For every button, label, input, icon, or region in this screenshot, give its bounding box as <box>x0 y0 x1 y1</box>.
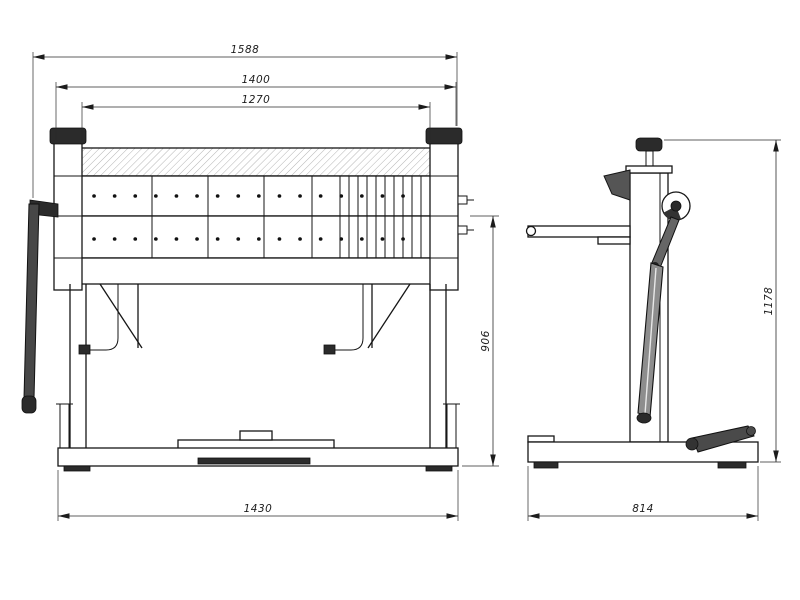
base-strip <box>197 457 311 465</box>
front-base <box>56 403 460 472</box>
dimension-beam-width: 1400 <box>55 74 457 140</box>
dim-label-1400: 1400 <box>242 74 271 86</box>
support-arm <box>525 225 631 245</box>
right-clamp-tower <box>425 127 463 291</box>
dim-label-1270: 1270 <box>242 94 271 106</box>
dim-label-906: 906 <box>480 330 492 352</box>
side-foot-left <box>533 461 559 469</box>
dim-label-1430: 1430 <box>244 503 273 515</box>
dim-label-1588: 1588 <box>231 44 260 56</box>
dim-label-814: 814 <box>632 503 654 515</box>
dimension-overall-width: 1588 <box>32 44 458 198</box>
lever-end-cap <box>636 412 652 424</box>
lever-bar <box>23 203 40 399</box>
bending-lever <box>21 199 59 414</box>
side-view <box>525 137 759 469</box>
legs-frame <box>69 283 447 448</box>
folding-beam <box>65 215 451 259</box>
clamp-knob <box>635 137 663 167</box>
right-foot <box>425 465 453 472</box>
counterweight-rods <box>78 284 364 355</box>
lever-grip <box>21 395 37 414</box>
lower-apron <box>63 257 453 285</box>
dimension-front-base-width: 1430 <box>57 470 459 521</box>
side-bolts <box>457 195 474 235</box>
foot-pedal <box>685 425 756 453</box>
pivot-wheel <box>661 191 691 221</box>
dimension-working-width: 1270 <box>81 94 431 140</box>
center-tab <box>239 430 273 441</box>
dimension-overall-height: 1178 <box>664 139 781 463</box>
dim-label-1178: 1178 <box>763 287 775 316</box>
column-top-plate <box>625 165 673 174</box>
top-rail <box>63 147 453 177</box>
dimensions: 1588 1400 1270 906 1430 <box>32 44 781 521</box>
left-foot <box>63 465 91 472</box>
finger-segments <box>151 176 422 258</box>
right-clamp-cap <box>425 127 463 145</box>
hand-lever <box>636 216 680 424</box>
dimension-table-height: 906 <box>462 215 499 467</box>
base-beam <box>57 447 459 467</box>
clamp-bracket <box>603 169 631 201</box>
left-clamp-cap <box>49 127 87 145</box>
front-view <box>21 127 474 472</box>
side-foot-right <box>717 461 747 469</box>
dimension-side-base-depth: 814 <box>527 466 759 521</box>
